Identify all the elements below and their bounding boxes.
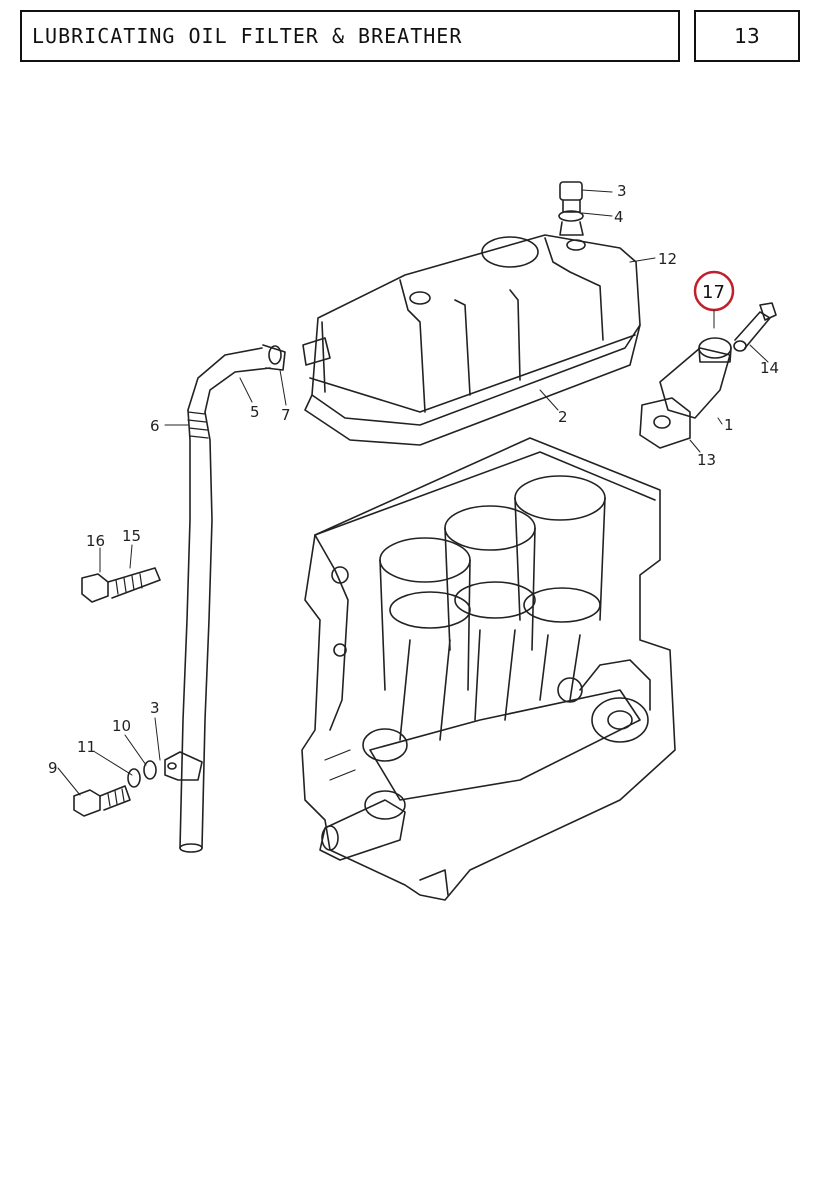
engine-block xyxy=(301,437,676,901)
page-number-box: 13 xyxy=(694,10,800,62)
callout-5: 5 xyxy=(250,403,260,421)
callout-16: 16 xyxy=(86,532,105,550)
callout-13: 13 xyxy=(697,451,716,469)
oil-filter-breather-assembly xyxy=(639,302,777,449)
callout-11: 11 xyxy=(77,738,96,756)
screw xyxy=(734,311,771,349)
callout-10: 10 xyxy=(112,717,131,735)
hose-clip xyxy=(262,344,286,371)
crank-pulley xyxy=(591,697,649,743)
callout-3-bracket: 3 xyxy=(150,699,160,717)
hose-bracket xyxy=(164,751,203,781)
washer xyxy=(127,768,141,788)
callout-3-cap: 3 xyxy=(617,182,627,200)
oil-filler-cap xyxy=(558,181,584,236)
cylinder-2 xyxy=(444,505,536,551)
title-box: LUBRICATING OIL FILTER & BREATHER xyxy=(20,10,680,62)
callout-14: 14 xyxy=(760,359,779,377)
gasket xyxy=(639,397,691,449)
filler-cap-seal xyxy=(558,210,584,222)
crankshaft xyxy=(369,689,641,801)
callout-6: 6 xyxy=(150,417,160,435)
bracket-bolt xyxy=(73,760,157,817)
page-number: 13 xyxy=(734,24,760,48)
callout-7: 7 xyxy=(281,406,291,424)
callout-4: 4 xyxy=(614,208,624,226)
bolt-and-nut xyxy=(81,567,161,603)
crankshaft-nose xyxy=(319,799,406,861)
page-title: LUBRICATING OIL FILTER & BREATHER xyxy=(32,24,463,48)
rocker-cover xyxy=(302,234,641,446)
spring-washer xyxy=(143,760,157,780)
breather-outlet xyxy=(302,337,331,366)
cylinder-1 xyxy=(379,537,471,583)
breather-cap xyxy=(698,337,732,359)
leader-lines xyxy=(57,189,769,796)
callout-9: 9 xyxy=(48,759,58,777)
rocker-cover-boss xyxy=(481,236,539,268)
cylinder-3 xyxy=(514,475,606,521)
callout-17: 17 xyxy=(702,282,725,303)
callout-15: 15 xyxy=(122,527,141,545)
callout-12: 12 xyxy=(658,250,677,268)
callout-1: 1 xyxy=(724,416,734,434)
callout-2: 2 xyxy=(558,408,568,426)
breather-hose xyxy=(164,344,286,853)
